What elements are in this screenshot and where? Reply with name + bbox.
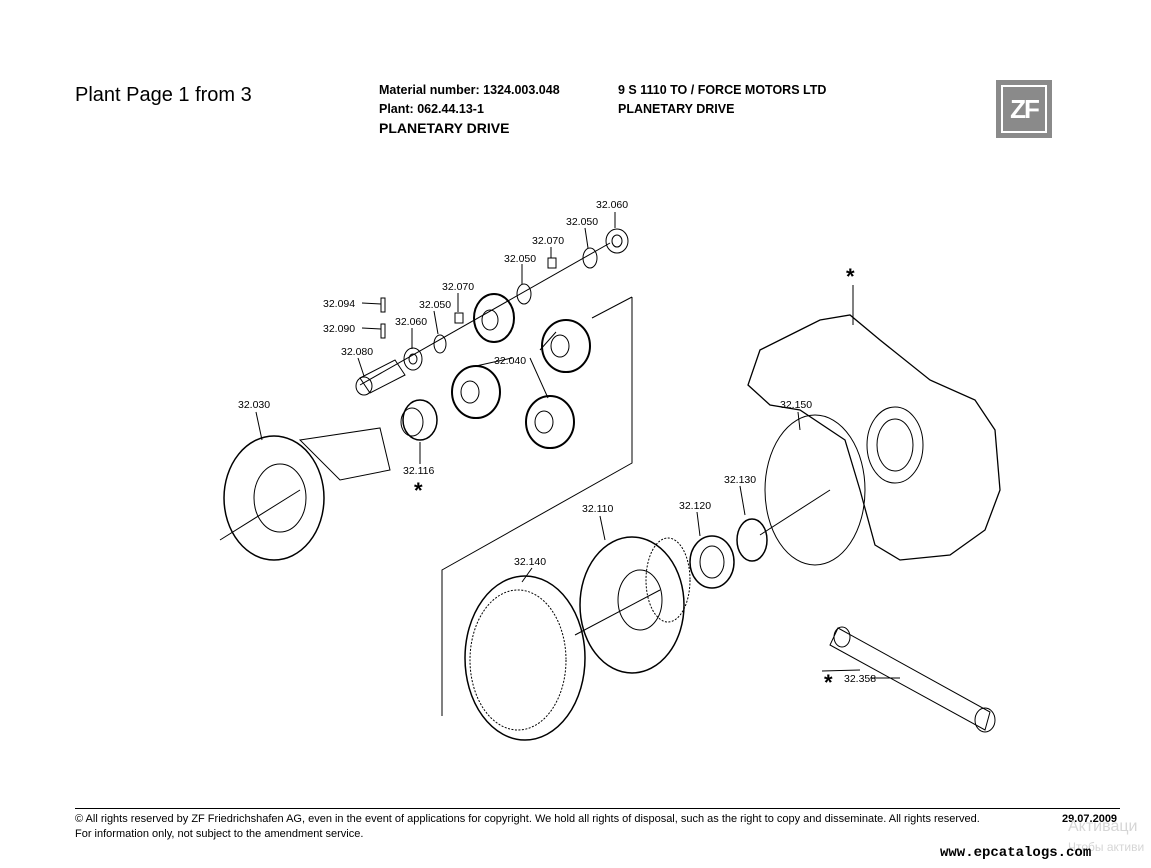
- label-32130: 32.130: [724, 474, 756, 486]
- part-32060-washer: [605, 228, 629, 254]
- part-32140-ring-gear: [464, 575, 586, 741]
- zf-logo-text: ZF: [1001, 85, 1047, 133]
- label-32060: 32.060: [395, 316, 427, 328]
- label-32050: 32.050: [419, 299, 451, 311]
- asterisk-32358: *: [824, 670, 833, 695]
- label-32080: 32.080: [341, 346, 373, 358]
- copyright-notice: © All rights reserved by ZF Friedrichsha…: [75, 813, 980, 825]
- material-header: Material number: 1324.003.048 Plant: 062…: [379, 81, 560, 138]
- activation-watermark: Активаци: [1068, 818, 1138, 835]
- planet-gear-upper: [473, 293, 515, 343]
- label-32070: 32.070: [532, 235, 564, 247]
- label-32090: 32.090: [323, 323, 355, 335]
- label-32040: 32.040: [494, 355, 526, 367]
- part-32120-bearing: [689, 535, 735, 589]
- label-32120: 32.120: [679, 500, 711, 512]
- document-date: 29.07.2009: [1062, 813, 1118, 825]
- gearbox-housing: [747, 314, 1001, 561]
- label-32110: 32.110: [582, 503, 613, 515]
- label-32358: 32.358: [844, 673, 876, 685]
- asterisk-32116: *: [414, 478, 423, 503]
- model-name: 9 S 1110 TO / FORCE MOTORS LTD: [618, 83, 827, 97]
- model-header: 9 S 1110 TO / FORCE MOTORS LTD PLANETARY…: [618, 81, 826, 119]
- label-32070: 32.070: [442, 281, 474, 293]
- part-32050-ring: [582, 247, 598, 269]
- material-number: Material number: 1324.003.048: [379, 83, 560, 97]
- part-32080-pin: [359, 359, 406, 394]
- activation-watermark-sub: Чтобы активи: [1068, 840, 1145, 854]
- site-link[interactable]: www.epcatalogs.com: [940, 845, 1092, 861]
- label-32094: 32.094: [323, 298, 355, 310]
- asterisk-housing: *: [846, 264, 855, 289]
- label-32150: 32.150: [780, 399, 812, 411]
- part-32130-snap-ring: [736, 518, 768, 562]
- group-title-left: PLANETARY DRIVE: [379, 120, 510, 136]
- group-frame: [441, 297, 633, 716]
- label-32140: 32.140: [514, 556, 546, 568]
- part-32116-bushing: [402, 399, 438, 441]
- part-32110-disc: [579, 536, 685, 674]
- plant-number: Plant: 062.44.13-1: [379, 102, 484, 116]
- part-32150-gasket: [764, 414, 866, 566]
- group-title-right: PLANETARY DRIVE: [618, 102, 735, 116]
- label-32060: 32.060: [596, 199, 628, 211]
- zf-logo: ZF: [996, 80, 1052, 138]
- part-32030-carrier: [223, 435, 325, 561]
- part-32070-bearing: [547, 257, 557, 269]
- part-32358-shaft: [829, 627, 991, 731]
- page-title: Plant Page 1 from 3: [75, 84, 252, 106]
- label-32030: 32.030: [238, 399, 270, 411]
- label-32050: 32.050: [566, 216, 598, 228]
- footer-divider: [75, 808, 1120, 809]
- label-32050: 32.050: [504, 253, 536, 265]
- label-32116: 32.116: [403, 465, 434, 477]
- info-notice: For information only, not subject to the…: [75, 828, 364, 840]
